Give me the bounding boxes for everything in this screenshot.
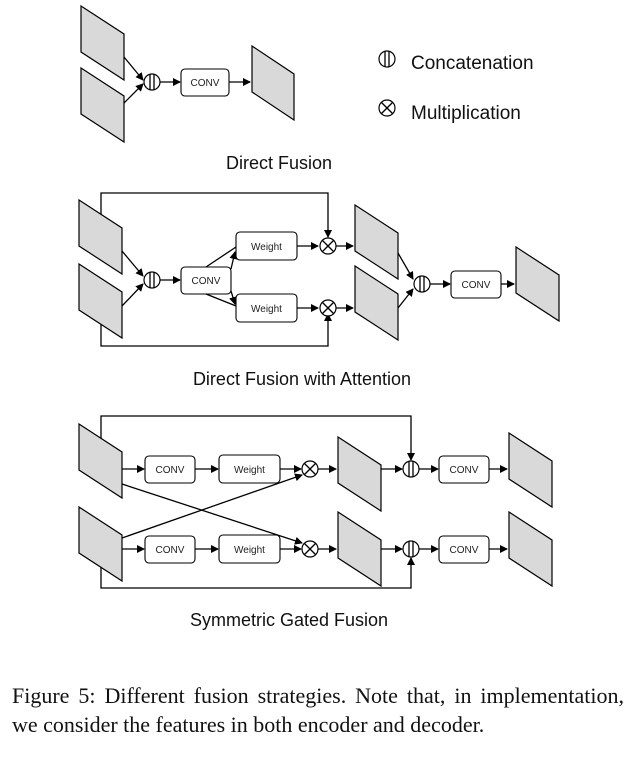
conv-block: CONV [180, 68, 230, 97]
feature-map-input-top [78, 422, 123, 500]
concatenation-icon [402, 540, 420, 558]
fusion-strategies-diagram: CONV Concatenation Multiplication Direct… [78, 4, 560, 630]
feature-map-input-bottom [78, 262, 123, 340]
feature-map-output-top [508, 431, 553, 509]
feature-map-input-bottom [78, 505, 123, 583]
direct-fusion-diagram: CONV Concatenation Multiplication Direct… [80, 4, 534, 173]
weight-block-top: Weight [218, 454, 281, 484]
multiplication-icon [319, 299, 337, 317]
svg-text:Weight: Weight [251, 242, 282, 253]
svg-text:Weight: Weight [251, 304, 282, 315]
feature-map-input-top [78, 198, 123, 276]
concatenation-icon [143, 73, 161, 91]
legend: Concatenation Multiplication [378, 50, 534, 124]
svg-text:CONV: CONV [450, 545, 479, 556]
feature-map-gated-bottom [337, 510, 382, 588]
concatenation-icon [413, 275, 431, 293]
concatenation-icon [402, 460, 420, 478]
concatenation-icon [378, 50, 396, 68]
feature-map-output [515, 245, 560, 323]
conv-block-output-top: CONV [438, 455, 490, 484]
direct-fusion-title: Direct Fusion [226, 153, 332, 173]
direct-fusion-attention-title: Direct Fusion with Attention [193, 369, 411, 389]
svg-text:CONV: CONV [192, 276, 221, 287]
svg-text:CONV: CONV [156, 545, 185, 556]
multiplication-icon [301, 540, 319, 558]
svg-text:CONV: CONV [462, 280, 491, 291]
conv-block: CONV [450, 270, 502, 299]
multiplication-icon [301, 460, 319, 478]
svg-text:Weight: Weight [234, 465, 265, 476]
svg-text:CONV: CONV [450, 465, 479, 476]
feature-map-output-bottom [508, 510, 553, 588]
symmetric-gated-fusion-diagram: CONV Weight CONV Weight [78, 415, 553, 630]
feature-map-gated-top [337, 435, 382, 513]
feature-map-weighted-bottom [354, 264, 399, 342]
legend-concatenation-label: Concatenation [411, 53, 534, 74]
feature-map-weighted-top [354, 203, 399, 281]
legend-multiplication-label: Multiplication [411, 103, 521, 124]
conv-block: CONV [180, 266, 232, 295]
conv-block-bottom: CONV [144, 535, 196, 564]
concatenation-icon [143, 271, 161, 289]
weight-block-top: Weight [235, 231, 298, 261]
conv-block-top: CONV [144, 455, 196, 484]
multiplication-icon [319, 237, 337, 255]
feature-map-input-top [80, 4, 125, 82]
direct-fusion-attention-diagram: CONV Weight Weight [78, 192, 560, 389]
svg-text:Weight: Weight [234, 545, 265, 556]
svg-text:CONV: CONV [191, 78, 220, 89]
conv-block-output-bottom: CONV [438, 535, 490, 564]
svg-text:CONV: CONV [156, 465, 185, 476]
weight-block-bottom: Weight [235, 293, 298, 323]
multiplication-icon [378, 99, 396, 117]
figure-caption: Figure 5: Different fusion strategies. N… [12, 683, 624, 737]
feature-map-output [251, 44, 295, 122]
feature-map-input-bottom [80, 66, 125, 144]
weight-block-bottom: Weight [218, 534, 281, 564]
symmetric-gated-fusion-title: Symmetric Gated Fusion [190, 610, 388, 630]
